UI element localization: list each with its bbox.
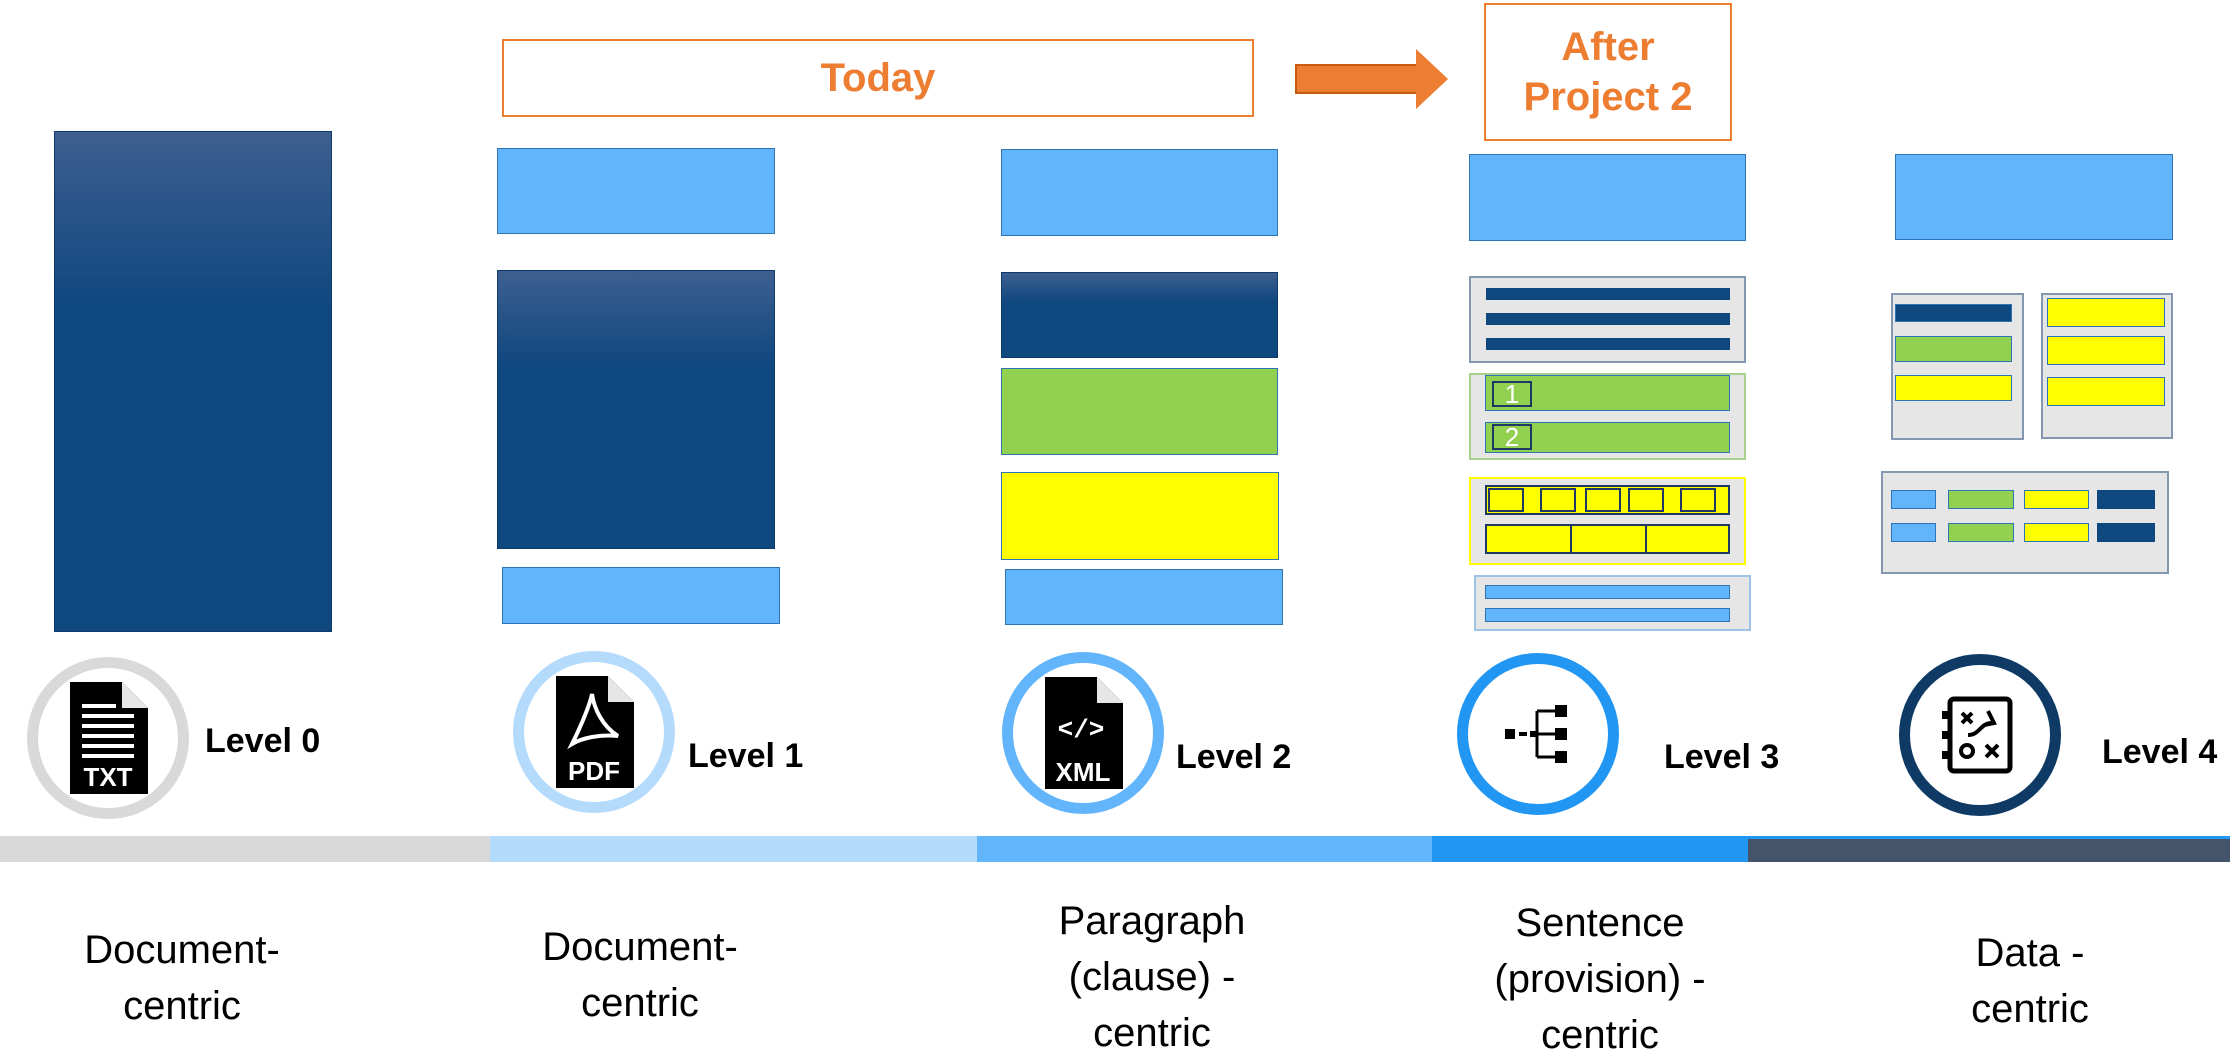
arrow-shaft [1295,64,1420,94]
xml-icon-text: XML [1056,757,1111,787]
xml-file-icon: </> XML [1045,677,1123,789]
level-4-label: Level 4 [2102,733,2218,771]
pdf-file-icon: PDF [556,676,634,788]
footer-line [1485,608,1730,622]
level-4-header-block [1895,154,2173,240]
level-0-bar-segment [0,836,490,862]
pdf-icon-text: PDF [568,756,620,786]
level-2-label: Level 2 [1176,738,1292,776]
level-4-data-table [1881,471,2169,574]
level-1-header-block [497,148,775,234]
data-cell [1948,523,2014,542]
table-cell [1680,488,1716,512]
data-cell [1948,490,2014,509]
numbered-provision [1485,422,1730,453]
level-2-paragraph-block-dark [1001,272,1278,358]
data-cell [2097,523,2155,542]
txt-icon-text: TXT [83,762,132,792]
table-cell [1585,488,1621,512]
table-divider [1570,526,1572,552]
level-2-paragraph-block-green [1001,368,1278,455]
data-field [2047,377,2165,406]
data-field [2047,298,2165,327]
footer-line [1485,585,1730,599]
level-2-footer-block [1005,569,1283,625]
sentence-line [1486,288,1730,300]
level-1-caption: Document- centric [542,925,738,1025]
txt-file-icon: TXT [70,682,148,794]
level-2-icon-circle: </> XML [1002,652,1164,814]
data-field [2047,336,2165,365]
level-1-icon-circle: PDF [513,651,675,813]
data-field [1895,336,2012,362]
level-0-caption: Document- centric [84,928,280,1028]
level-3-bar-segment [1432,836,1748,862]
level-2-bar-segment [977,836,1432,862]
xml-tag-text: </> [1058,715,1105,745]
level-3-caption: Sentence (provision) - centric [1494,901,1706,1057]
table-cell [1488,488,1524,512]
data-field [1895,304,2012,322]
level-4-bar-segment [1748,836,2230,862]
level-3-footer-group [1474,575,1751,631]
provision-number: 2 [1492,422,1532,452]
level-2-paragraph-block-yellow [1001,472,1279,560]
tree-structure-icon [1505,705,1567,763]
level-1-body-block [497,270,775,549]
data-field [1895,375,2012,401]
data-strategy-icon [1942,696,2013,774]
level-3-label: Level 3 [1664,738,1780,776]
sentence-line [1486,338,1730,350]
level-0-icon-circle: TXT [27,657,189,819]
data-cell [2024,490,2089,509]
sentence-line [1486,313,1730,325]
data-cell [1891,490,1936,509]
level-4-caption: Data - centric [1971,931,2089,1031]
level-4-icon-circle [1899,654,2061,816]
today-banner: Today [502,39,1254,117]
data-cell [1891,523,1936,542]
arrow-right-icon [1416,49,1448,109]
level-3-header-block [1469,154,1746,241]
level-2-header-block [1001,149,1278,236]
data-cell [2024,523,2089,542]
level-1-footer-block [502,567,780,624]
level-0-document-block [54,131,332,632]
data-cell [2097,490,2155,509]
level-1-bar-segment [490,836,977,862]
table-cell [1540,488,1576,512]
level-0-label: Level 0 [205,722,321,760]
table-row [1485,524,1730,554]
level-3-icon-circle [1457,653,1619,815]
provision-number: 1 [1492,379,1532,409]
after-project-2-banner: After Project 2 [1484,3,1732,141]
level-1-label: Level 1 [688,737,804,775]
level-2-caption: Paragraph (clause) - centric [1058,899,1246,1055]
table-cell [1628,488,1664,512]
table-divider [1645,526,1647,552]
